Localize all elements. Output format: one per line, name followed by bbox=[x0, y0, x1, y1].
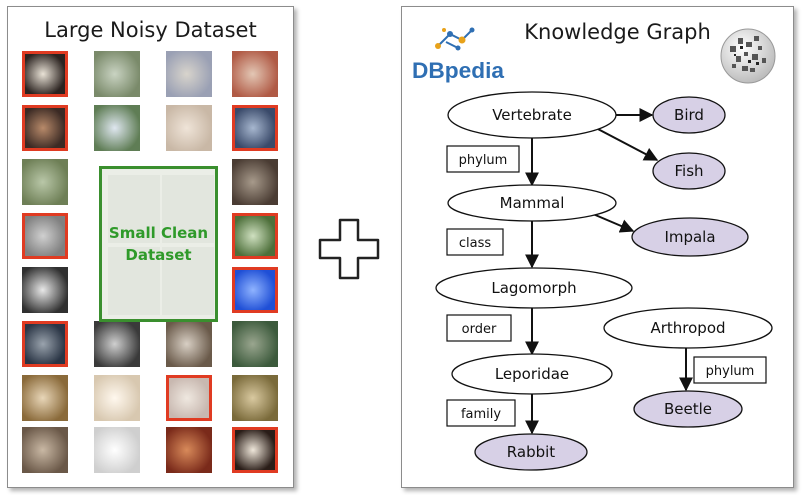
small-clean-dataset-box: Small Clean Dataset bbox=[99, 166, 218, 322]
image-thumbnail bbox=[94, 427, 140, 473]
image-thumbnail bbox=[232, 159, 278, 205]
image-thumbnail bbox=[232, 51, 278, 97]
edge-label-box bbox=[693, 356, 767, 384]
node-label-rabbit: Rabbit bbox=[507, 443, 555, 461]
noisy-image-thumbnail bbox=[232, 213, 278, 259]
dbpedia-logo-text: DBpedia bbox=[412, 58, 505, 83]
edge-label-family: family bbox=[461, 407, 501, 422]
node-label-impala: Impala bbox=[664, 228, 715, 246]
node-label-beetle: Beetle bbox=[664, 400, 712, 418]
node-label-mammal: Mammal bbox=[500, 194, 565, 212]
node-fish bbox=[652, 152, 726, 190]
noisy-image-thumbnail bbox=[232, 267, 278, 313]
image-thumbnail bbox=[232, 321, 278, 367]
image-thumbnail bbox=[166, 51, 212, 97]
noisy-image-thumbnail bbox=[22, 105, 68, 151]
node-label-leporidae: Leporidae bbox=[495, 365, 569, 383]
noisy-image-thumbnail bbox=[232, 105, 278, 151]
clean-thumbnail bbox=[162, 247, 214, 315]
image-thumbnail bbox=[166, 105, 212, 151]
node-label-bird: Bird bbox=[674, 106, 704, 124]
image-thumbnail bbox=[22, 267, 68, 313]
image-thumbnail bbox=[94, 51, 140, 97]
node-impala bbox=[631, 217, 749, 257]
knowledge-graph-title: Knowledge Graph bbox=[524, 20, 711, 44]
clean-thumbnail bbox=[108, 247, 160, 315]
clean-label-line1: Small Clean bbox=[108, 224, 209, 242]
image-thumbnail bbox=[166, 321, 212, 367]
noisy-image-thumbnail bbox=[22, 213, 68, 259]
noisy-image-thumbnail bbox=[22, 51, 68, 97]
node-leporidae bbox=[451, 353, 613, 395]
node-label-lagomorph: Lagomorph bbox=[491, 279, 576, 297]
image-thumbnail bbox=[22, 427, 68, 473]
node-bird bbox=[652, 96, 726, 134]
noisy-dataset-title: Large Noisy Dataset bbox=[44, 18, 257, 42]
node-arthropod bbox=[603, 307, 773, 349]
edge-label-phylum: phylum bbox=[706, 364, 755, 379]
clean-thumbnail bbox=[108, 175, 160, 243]
clean-label-line2: Dataset bbox=[125, 246, 192, 264]
edge-label-box bbox=[446, 399, 516, 427]
node-label-arthropod: Arthropod bbox=[650, 319, 725, 337]
wikipedia-globe-icon bbox=[720, 28, 776, 84]
image-thumbnail bbox=[166, 427, 212, 473]
noisy-image-thumbnail bbox=[22, 321, 68, 367]
image-thumbnail bbox=[94, 105, 140, 151]
edge-label-box bbox=[446, 228, 504, 256]
image-thumbnail bbox=[22, 159, 68, 205]
edge-mammal-impala bbox=[592, 213, 635, 233]
small-clean-dataset-label: Small Clean Dataset bbox=[104, 222, 214, 266]
noisy-dataset-panel: Large Noisy Dataset Small Clean Dataset bbox=[7, 6, 294, 488]
node-beetle bbox=[633, 390, 743, 428]
edge-vertebrate-fish bbox=[595, 127, 659, 161]
image-thumbnail bbox=[22, 375, 68, 421]
node-vertebrate bbox=[447, 91, 617, 139]
node-mammal bbox=[447, 184, 617, 222]
node-rabbit bbox=[474, 433, 588, 471]
clean-thumbnail bbox=[162, 175, 214, 243]
edge-label-box bbox=[446, 145, 520, 173]
image-thumbnail bbox=[94, 321, 140, 367]
node-label-fish: Fish bbox=[674, 162, 703, 180]
node-label-vertebrate: Vertebrate bbox=[492, 106, 572, 124]
edge-label-phylum: phylum bbox=[459, 153, 508, 168]
noisy-image-thumbnail bbox=[232, 427, 278, 473]
edge-label-class: class bbox=[459, 236, 491, 251]
node-lagomorph bbox=[435, 267, 633, 309]
dbpedia-logo-icon: DBpedia bbox=[412, 27, 505, 83]
plus-sign-icon bbox=[318, 218, 380, 280]
image-thumbnail bbox=[232, 375, 278, 421]
edge-label-order: order bbox=[462, 322, 497, 337]
image-thumbnail bbox=[94, 375, 140, 421]
noisy-image-thumbnail bbox=[166, 375, 212, 421]
edge-label-box bbox=[446, 314, 512, 342]
